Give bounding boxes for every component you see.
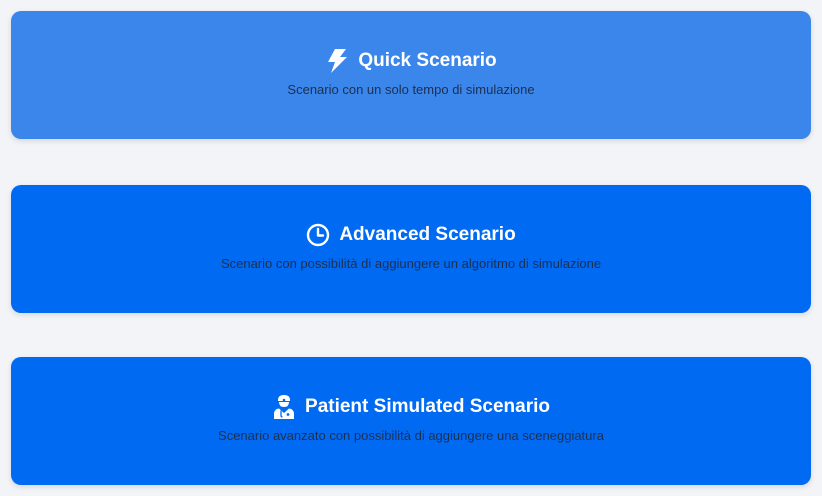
quick-scenario-subtitle: Scenario con un solo tempo di simulazion… [287,81,535,97]
patient-simulated-scenario-card[interactable]: Patient Simulated Scenario Scenario avan… [11,357,811,485]
quick-scenario-title: Quick Scenario [358,49,497,71]
card-title-row: Advanced Scenario [306,223,516,247]
patient-simulated-scenario-title: Patient Simulated Scenario [305,395,550,417]
advanced-scenario-title: Advanced Scenario [339,223,516,245]
doctor-icon [272,394,296,419]
card-title-row: Quick Scenario [325,48,497,73]
card-title-row: Patient Simulated Scenario [272,394,550,419]
quick-scenario-card[interactable]: Quick Scenario Scenario con un solo temp… [11,11,811,139]
advanced-scenario-subtitle: Scenario con possibilità di aggiungere u… [220,255,602,271]
clock-icon [306,223,330,247]
lightning-bolt-icon [325,48,349,73]
advanced-scenario-card[interactable]: Advanced Scenario Scenario con possibili… [11,185,811,313]
patient-simulated-scenario-subtitle: Scenario avanzato con possibilità di agg… [218,427,604,443]
